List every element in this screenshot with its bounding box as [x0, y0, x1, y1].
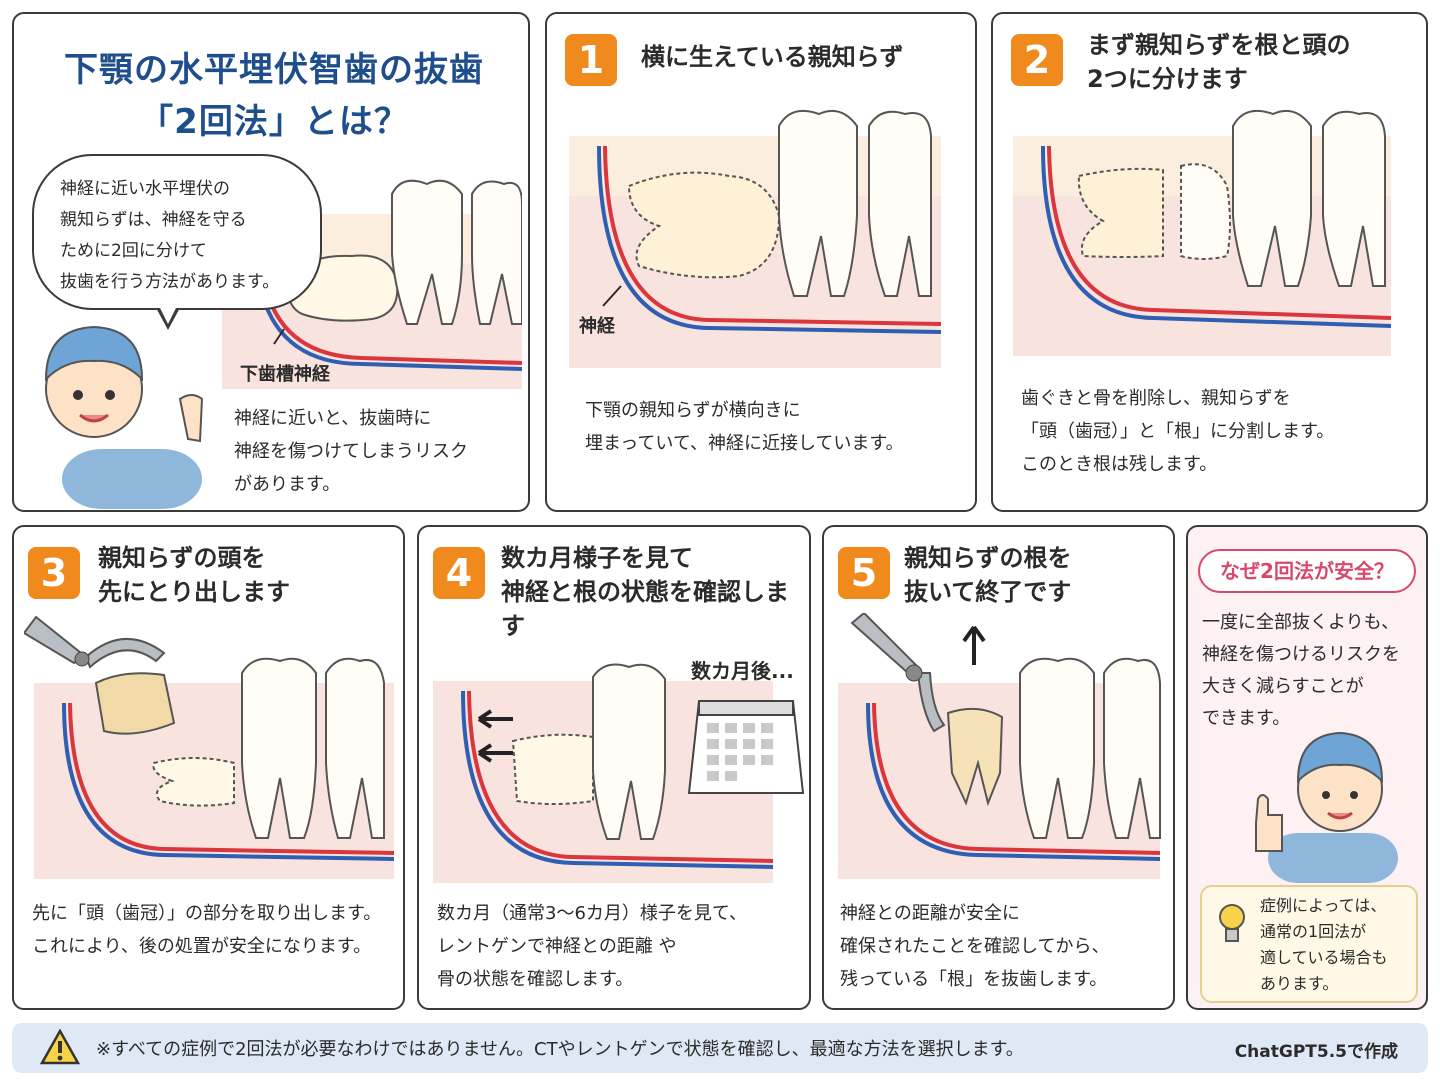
why-badge: なぜ2回法が安全？ [1198, 549, 1416, 593]
step-description: 神経との距離が安全に 確保されたことを確認してから、 残っている「根」を抜歯しま… [840, 897, 1109, 996]
step-4-panel: 4 数カ月様子を見て 神経と根の状態を確認します 数カ月後... 数カ月（通常3… [417, 525, 811, 1010]
why-line: できます。 [1202, 708, 1291, 729]
nerve-label: 神経 [579, 316, 615, 337]
molar-tooth [471, 180, 522, 325]
doctor-illustration [44, 325, 204, 509]
desc-line: 埋まっていて、神経に近接しています。 [585, 433, 904, 454]
why-line: 一度に全部抜くよりも、 [1202, 612, 1400, 633]
months-later-label: 数カ月後... [691, 659, 794, 683]
step-2-panel: 2 まず親知らずを根と頭の 2つに分けます 歯ぐきと骨を削除し、親知らずを 「頭… [991, 12, 1428, 512]
why-safe-panel: なぜ2回法が安全？ 一度に全部抜くよりも、 神経を傷つけるリスクを 大きく減らす… [1186, 525, 1428, 1010]
step-number-badge: 4 [433, 547, 485, 599]
step-number-badge: 1 [565, 34, 617, 86]
step-description: 歯ぐきと骨を削除し、親知らずを 「頭（歯冠）」と「根」に分割します。 このとき根… [1021, 382, 1334, 481]
bubble-line: ために2回に分けて [60, 241, 207, 261]
step-title-line: 親知らずの根を [904, 544, 1072, 572]
desc-line: 神経との距離が安全に [840, 903, 1020, 924]
step-title-line: 親知らずの頭を [98, 544, 266, 572]
horizontal-impacted-tooth-illustration [569, 110, 941, 368]
tooth-division-illustration [1013, 110, 1391, 356]
step-title: 数カ月様子を見て 神経と根の状態を確認します [501, 541, 809, 643]
step-description: 先に「頭（歯冠）」の部分を取り出します。 これにより、後の処置が安全になります。 [32, 897, 381, 963]
step-description: 数カ月（通常3〜6カ月）様子を見て、 レントゲンで神経との距離 や 骨の状態を確… [437, 897, 747, 996]
desc-line: 歯ぐきと骨を削除し、親知らずを [1021, 388, 1291, 409]
intro-panel: 下顎の水平埋伏智歯の抜歯 「2回法」とは？ 神経に近い水平埋伏の 親知らずは、神… [12, 12, 530, 512]
bubble-line: 神経に近い水平埋伏の [60, 179, 230, 199]
step-title-line: 神経と根の状態を確認します [501, 578, 789, 640]
tip-line: 通常の1回法が [1260, 922, 1367, 941]
desc-line: 神経に近いと、抜歯時に [234, 408, 432, 429]
step-title-line: まず親知らずを根と頭の [1087, 31, 1351, 59]
bubble-line: 抜歯を行う方法があります。 [60, 272, 280, 292]
calendar-icon [687, 700, 805, 794]
desc-line: レントゲンで神経との距離 や [437, 936, 677, 957]
desc-line: 神経を傷つけてしまうリスク [234, 441, 468, 462]
desc-line: 残っている「根」を抜歯します。 [840, 969, 1108, 990]
desc-line: 数カ月（通常3〜6カ月）様子を見て、 [437, 903, 748, 924]
footer-text: ※すべての症例で2回法が必要なわけではありません。CTやレントゲンで状態を確認し… [96, 1039, 1024, 1060]
why-line: 大きく減らすことが [1202, 676, 1364, 697]
step-title: 親知らずの頭を 先にとり出します [98, 541, 290, 609]
why-text: 一度に全部抜くよりも、 神経を傷つけるリスクを 大きく減らすことが できます。 [1202, 607, 1400, 735]
desc-line: があります。 [234, 474, 341, 495]
step-5-panel: 5 親知らずの根を 抜いて終了です 神経との距離が安全に 確保されたことを確認し… [822, 525, 1175, 1010]
tip-line: 適している場合も [1260, 948, 1388, 967]
forceps-icon [850, 613, 946, 733]
desc-line: 先に「頭（歯冠）」の部分を取り出します。 [32, 903, 382, 924]
root-extraction-illustration [838, 613, 1161, 879]
nerve-label: 下歯槽神経 [240, 364, 330, 385]
desc-line: 骨の状態を確認します。 [437, 969, 634, 990]
bubble-line: 親知らずは、神経を守る [60, 210, 247, 230]
step-3-panel: 3 親知らずの頭を 先にとり出します 先に「頭（歯冠）」の部分を取り出します。 … [12, 525, 405, 1010]
step-title-line: 2つに分けます [1087, 65, 1248, 93]
lightbulb-icon [1219, 904, 1245, 942]
desc-line: 確保されたことを確認してから、 [840, 936, 1110, 957]
step-number-badge: 3 [28, 547, 80, 599]
title-line-2: 「2回法」とは？ [139, 102, 409, 142]
desc-line: 下顎の親知らずが横向きに [585, 400, 801, 421]
doctor-illustration [1255, 731, 1398, 883]
arrow-left-icon [477, 709, 513, 763]
forceps-icon [24, 615, 166, 669]
arrow-up-icon [962, 625, 986, 665]
molar-tooth [391, 179, 463, 325]
step-title: まず親知らずを根と頭の 2つに分けます [1087, 28, 1351, 96]
step-number-badge: 5 [838, 547, 890, 599]
step-title-line: 先にとり出します [98, 578, 290, 606]
step-description: 下顎の親知らずが横向きに 埋まっていて、神経に近接しています。 [585, 394, 904, 460]
credit-text: ChatGPT5.5で作成 [1234, 1042, 1398, 1062]
bubble-tail-inner [157, 302, 179, 324]
crown-removal-illustration [24, 615, 394, 879]
tip-text: 症例によっては、 通常の1回法が 適している場合も あります。 [1260, 893, 1388, 997]
desc-line: 「頭（歯冠）」と「根」に分割します。 [1021, 421, 1335, 442]
tip-line: 症例によっては、 [1260, 896, 1387, 915]
step-1-panel: 1 横に生えている親知らず 神経 下顎の親知らずが横向きに 埋まっていて、神経に… [545, 12, 977, 512]
step-title-line: 抜いて終了です [904, 578, 1072, 606]
tip-line: あります。 [1260, 974, 1339, 993]
title-line-1: 下顎の水平埋伏智歯の抜歯 [64, 50, 484, 90]
desc-line: これにより、後の処置が安全になります。 [32, 936, 372, 957]
warning-icon [40, 1029, 80, 1065]
intro-description: 神経に近いと、抜歯時に 神経を傷つけてしまうリスク があります。 [234, 402, 468, 501]
page-title: 下顎の水平埋伏智歯の抜歯 「2回法」とは？ [34, 44, 514, 148]
desc-line: このとき根は残します。 [1021, 454, 1218, 475]
thumbs-up-icon [1255, 794, 1283, 852]
step-title-line: 数カ月様子を見て [501, 544, 693, 572]
tip-box: 症例によっては、 通常の1回法が 適している場合も あります。 [1200, 885, 1418, 1003]
step-number-badge: 2 [1011, 34, 1063, 86]
step-title: 親知らずの根を 抜いて終了です [904, 541, 1072, 609]
step-title: 横に生えている親知らず [641, 40, 903, 74]
why-line: 神経を傷つけるリスクを [1202, 644, 1400, 665]
speech-bubble: 神経に近い水平埋伏の 親知らずは、神経を守る ために2回に分けて 抜歯を行う方法… [32, 154, 322, 310]
footer-note: ※すべての症例で2回法が必要なわけではありません。CTやレントゲンで状態を確認し… [12, 1023, 1428, 1073]
step-title-line: 横に生えている親知らず [641, 43, 904, 71]
